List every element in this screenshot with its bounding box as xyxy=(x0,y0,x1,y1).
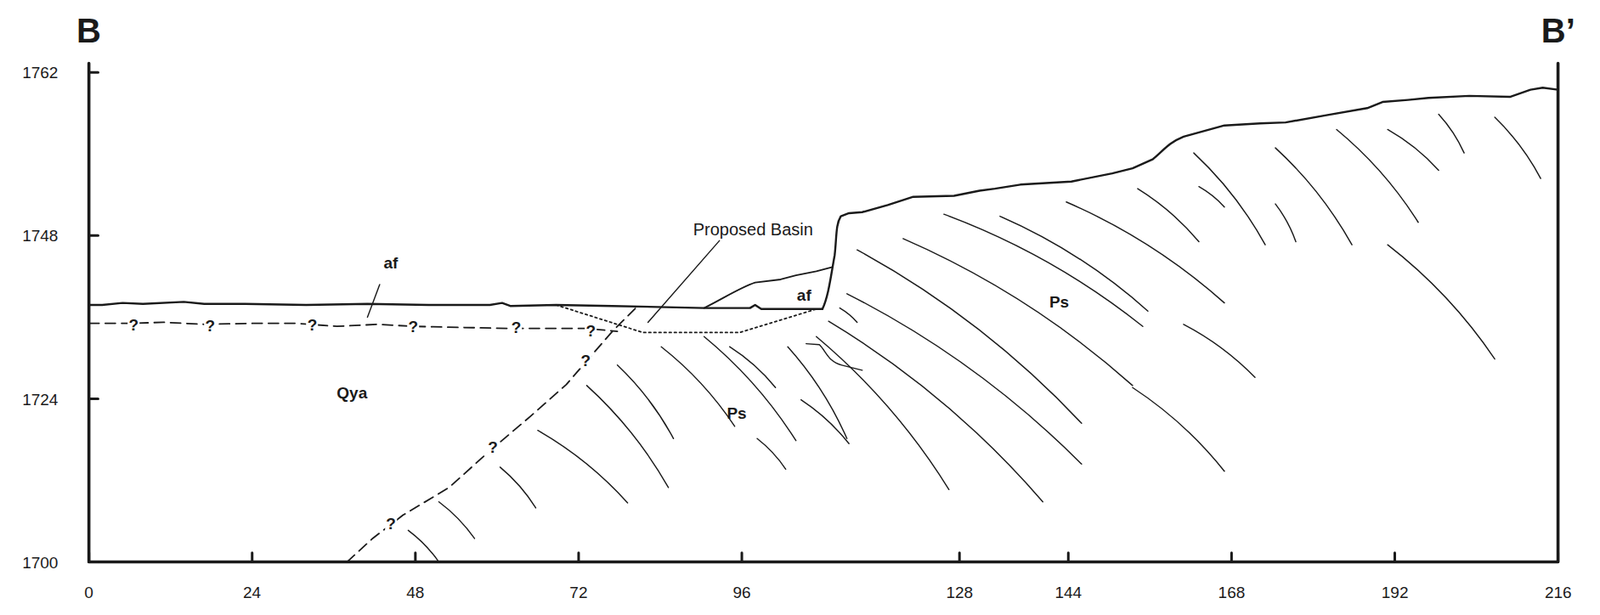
bedding-line xyxy=(1000,216,1148,312)
axis-tick xyxy=(89,560,99,564)
unit-label: af xyxy=(383,254,398,271)
section-letter: B’ xyxy=(1541,13,1576,48)
uncertain-mark: ? xyxy=(407,318,420,335)
axis-label: 216 xyxy=(1544,583,1572,600)
uncertain-mark: ? xyxy=(204,317,217,334)
bedding-line xyxy=(729,346,776,388)
axis-tick xyxy=(1556,553,1560,563)
axis-tick xyxy=(1393,553,1397,563)
axis-label: 144 xyxy=(1054,583,1082,600)
axis-label: 168 xyxy=(1218,583,1246,600)
callout-label: Proposed Basin xyxy=(693,220,814,238)
bedding-line xyxy=(1275,147,1352,245)
bedding-line xyxy=(1066,202,1225,304)
bedding-line xyxy=(1438,113,1465,153)
unit-label: Ps xyxy=(726,405,747,422)
bedding-line xyxy=(1275,203,1296,242)
bedding-line xyxy=(787,346,848,439)
axis-label: 1724 xyxy=(22,390,58,408)
section-letter: B xyxy=(76,13,102,48)
axis-tick xyxy=(958,553,962,563)
bedding-line xyxy=(407,530,439,562)
axis-tick xyxy=(89,71,99,74)
bedding-line xyxy=(801,400,849,445)
axis-label: 192 xyxy=(1381,583,1409,600)
bedding-line xyxy=(816,336,950,490)
bedding-line xyxy=(617,365,674,439)
axis-tick xyxy=(1230,553,1233,563)
axis-label: 48 xyxy=(406,583,425,600)
axis-tick xyxy=(740,553,744,563)
uncertain-mark: ? xyxy=(486,438,499,455)
axis-label: 1748 xyxy=(22,227,58,244)
bedding-line xyxy=(847,293,1082,465)
axis-tick xyxy=(1067,553,1070,563)
axis-tick xyxy=(87,553,91,563)
uncertain-mark: ? xyxy=(510,319,523,336)
bedding-line xyxy=(1387,129,1439,170)
axis-label: 0 xyxy=(84,583,94,600)
bedding-line xyxy=(1494,117,1541,179)
axis-label: 96 xyxy=(732,583,751,600)
bedding-line xyxy=(757,438,786,470)
bedding-line xyxy=(1183,324,1256,378)
bedding-line xyxy=(587,385,669,488)
bedding-line xyxy=(828,321,1043,503)
bedding-line xyxy=(903,238,1133,386)
unit-label: Ps xyxy=(1049,293,1069,311)
bedding-line xyxy=(857,249,1082,424)
axis-tick xyxy=(413,553,417,563)
bedding-line xyxy=(1193,152,1266,245)
bedding-line xyxy=(537,430,628,504)
bedding-line xyxy=(704,336,797,441)
bedding-line xyxy=(500,467,537,509)
axis-label: 72 xyxy=(569,583,588,600)
bedding-line xyxy=(1336,129,1419,222)
bedding-line xyxy=(839,308,857,323)
axis-label: 1700 xyxy=(22,554,58,571)
uncertain-mark: ? xyxy=(128,316,141,333)
bedding-line xyxy=(806,344,863,371)
bedding-line xyxy=(661,346,735,427)
axis-tick xyxy=(89,234,99,238)
bedding-line xyxy=(438,502,475,539)
axis-label: 24 xyxy=(243,583,261,600)
unit-label: Qya xyxy=(336,384,368,402)
axis-tick xyxy=(576,553,580,563)
uncertain-mark: ? xyxy=(580,351,593,368)
uncertain-mark: ? xyxy=(585,322,598,340)
axis-tick xyxy=(89,397,99,401)
axis-label: 128 xyxy=(945,583,973,600)
uncertain-mark: ? xyxy=(384,515,397,532)
bedding-line xyxy=(944,214,1143,327)
bedding-line xyxy=(1198,186,1225,208)
unit-label: af xyxy=(797,287,812,304)
axis-label: 1762 xyxy=(22,64,58,81)
bedding-line xyxy=(1137,188,1199,242)
uncertain-mark: ? xyxy=(306,316,319,333)
bedding-line xyxy=(1387,244,1495,359)
bedding-line xyxy=(1132,387,1225,471)
axis-tick xyxy=(250,553,254,563)
